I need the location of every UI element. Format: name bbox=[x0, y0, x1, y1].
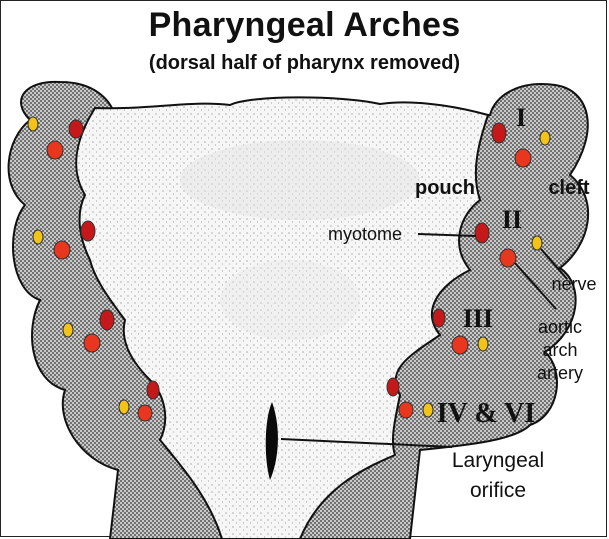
myotome-label: myotome bbox=[328, 224, 402, 244]
cleft-label: cleft bbox=[548, 177, 589, 199]
aortic-label-line3: artery bbox=[537, 363, 583, 383]
floor-shading bbox=[220, 260, 360, 340]
nerve-label: nerve bbox=[551, 274, 596, 294]
aortic-label-line2: arch bbox=[542, 340, 577, 360]
aortic-label-line1: aortic bbox=[538, 317, 582, 337]
arch-1-label: I bbox=[516, 103, 526, 132]
arch-4-6-label: IV & VI bbox=[437, 398, 536, 429]
arch-3-label: III bbox=[463, 304, 493, 333]
pouch-label: pouch bbox=[415, 177, 475, 199]
arch-2-label: II bbox=[502, 205, 522, 234]
laryngeal-label-line2: orifice bbox=[470, 479, 526, 502]
laryngeal-label-line1: Laryngeal bbox=[452, 449, 544, 472]
floor-shading bbox=[180, 140, 420, 220]
